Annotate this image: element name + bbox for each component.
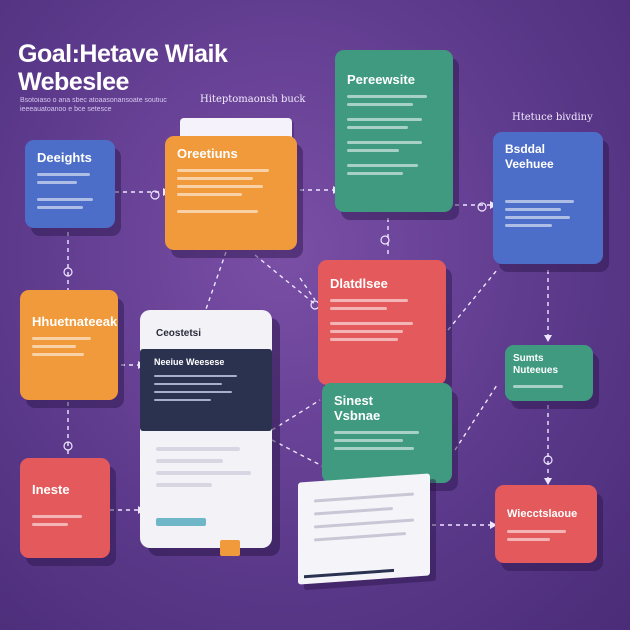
card-social-title: Bsddal Veehuee	[505, 142, 554, 171]
card-ineste[interactable]: Ineste	[20, 458, 110, 558]
mockup-action-button[interactable]	[220, 540, 240, 556]
document-page	[298, 473, 430, 585]
mockup-cta-button[interactable]	[156, 518, 206, 526]
subtitle: Bsotoiaso o ana sbec atoaasonansoate sou…	[20, 97, 167, 113]
mockup-title: Ceostetsi	[156, 328, 202, 339]
card-designs[interactable]: Deeights	[25, 140, 115, 228]
card-designs-title: Deeights	[37, 150, 92, 165]
card-sumlieeces[interactable]: Sumts Nuteeues	[505, 345, 593, 401]
card-diatisse-title: Dlatdlsee	[330, 276, 388, 291]
website-mockup: Ceostetsi Neeiue Weesese	[140, 310, 272, 556]
right-tag-label: Htetuce bivdiny	[512, 112, 593, 123]
card-wiecctsiohe-title: Wiecctslaoue	[507, 508, 578, 520]
title-line-1: Goal:Hetave Wiaik	[18, 40, 228, 68]
page-title: Goal:Hetave Wiaik Webeslee	[18, 40, 228, 96]
card-personal-website[interactable]: Pereewsite	[335, 50, 453, 212]
card-ineste-title: Ineste	[32, 482, 70, 497]
card-diatisse[interactable]: Dlatdlsee	[318, 260, 446, 385]
card-social[interactable]: Bsddal Veehuee	[493, 132, 603, 264]
card-wiecctsiohe[interactable]: Wiecctslaoue	[495, 485, 597, 563]
top-tag-label: Hiteptomaonsh buck	[200, 94, 306, 105]
mockup-header-block: Neeiue Weesese	[140, 349, 272, 431]
card-sinest-title: Sinest Vsbnae	[334, 393, 381, 423]
card-sinest[interactable]: Sinest Vsbnae	[322, 383, 452, 483]
card-oreations-title: Oreetiuns	[177, 146, 238, 161]
mockup-header-text: Neeiue Weesese	[154, 357, 225, 367]
card-oreations[interactable]: Oreetiuns	[165, 136, 297, 250]
card-personal-title: Pereewsite	[347, 72, 415, 87]
title-line-2: Webeslee	[18, 68, 129, 96]
card-sumlieeces-title: Sumts Nuteeues	[513, 353, 559, 376]
card-hausetlead-title: Hhuetnateeak	[32, 314, 118, 329]
card-hausetlead[interactable]: Hhuetnateeak	[20, 290, 118, 400]
